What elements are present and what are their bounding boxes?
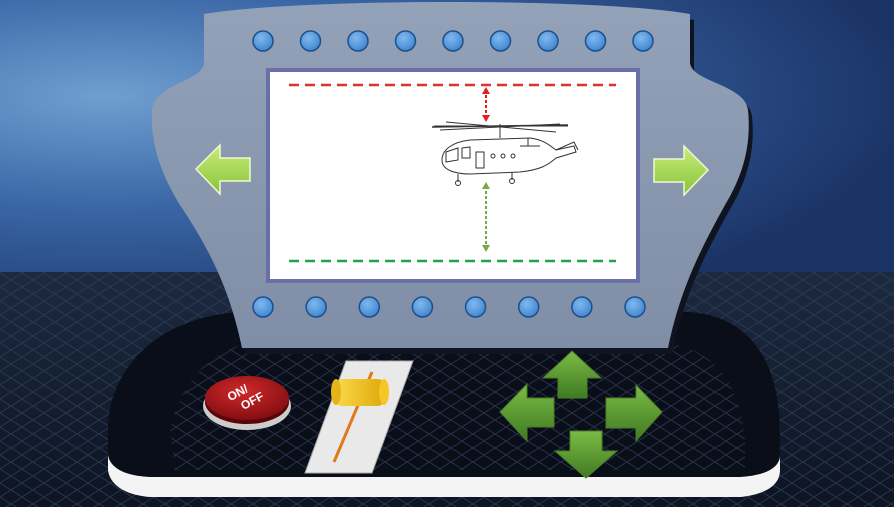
led-row-top [252, 30, 654, 52]
arrow-left-icon [499, 382, 555, 443]
arrow-right-icon [653, 144, 710, 197]
throttle-slider[interactable] [304, 360, 414, 474]
led-bottom-4 [411, 296, 434, 318]
led-top-9 [632, 30, 654, 52]
lower-gap-arrow [482, 182, 490, 252]
screen-left-arrow-button[interactable] [194, 143, 251, 196]
screen-right-arrow-button[interactable] [653, 144, 710, 197]
led-row-bottom [252, 296, 646, 318]
arrow-left-icon [194, 143, 251, 196]
led-top-6 [489, 30, 512, 52]
led-top-7 [537, 30, 559, 52]
led-bottom-5 [464, 296, 487, 318]
led-bottom-8 [624, 296, 646, 318]
slider-knob[interactable] [331, 379, 389, 406]
dpad-right-button[interactable] [605, 383, 663, 443]
led-bottom-7 [571, 296, 593, 318]
led-top-3 [347, 30, 369, 52]
game-screen [270, 72, 636, 279]
led-top-2 [299, 30, 322, 52]
led-bottom-2 [305, 296, 327, 318]
led-top-4 [394, 30, 417, 52]
led-top-1 [252, 30, 274, 52]
helicopter-icon [431, 121, 579, 186]
led-top-5 [442, 30, 464, 52]
dpad [499, 350, 663, 479]
led-top-8 [584, 30, 607, 52]
upper-gap-arrow [482, 87, 490, 122]
led-bottom-1 [252, 296, 274, 318]
dpad-left-button[interactable] [499, 382, 555, 443]
dpad-down-button[interactable] [553, 430, 619, 479]
led-bottom-6 [517, 296, 540, 318]
arrow-right-icon [605, 383, 663, 443]
dpad-up-button[interactable] [541, 350, 603, 399]
power-button[interactable]: ON/ OFF [203, 376, 291, 430]
arrow-up-icon [541, 350, 603, 399]
led-bottom-3 [358, 296, 381, 318]
arrow-down-icon [553, 430, 619, 479]
